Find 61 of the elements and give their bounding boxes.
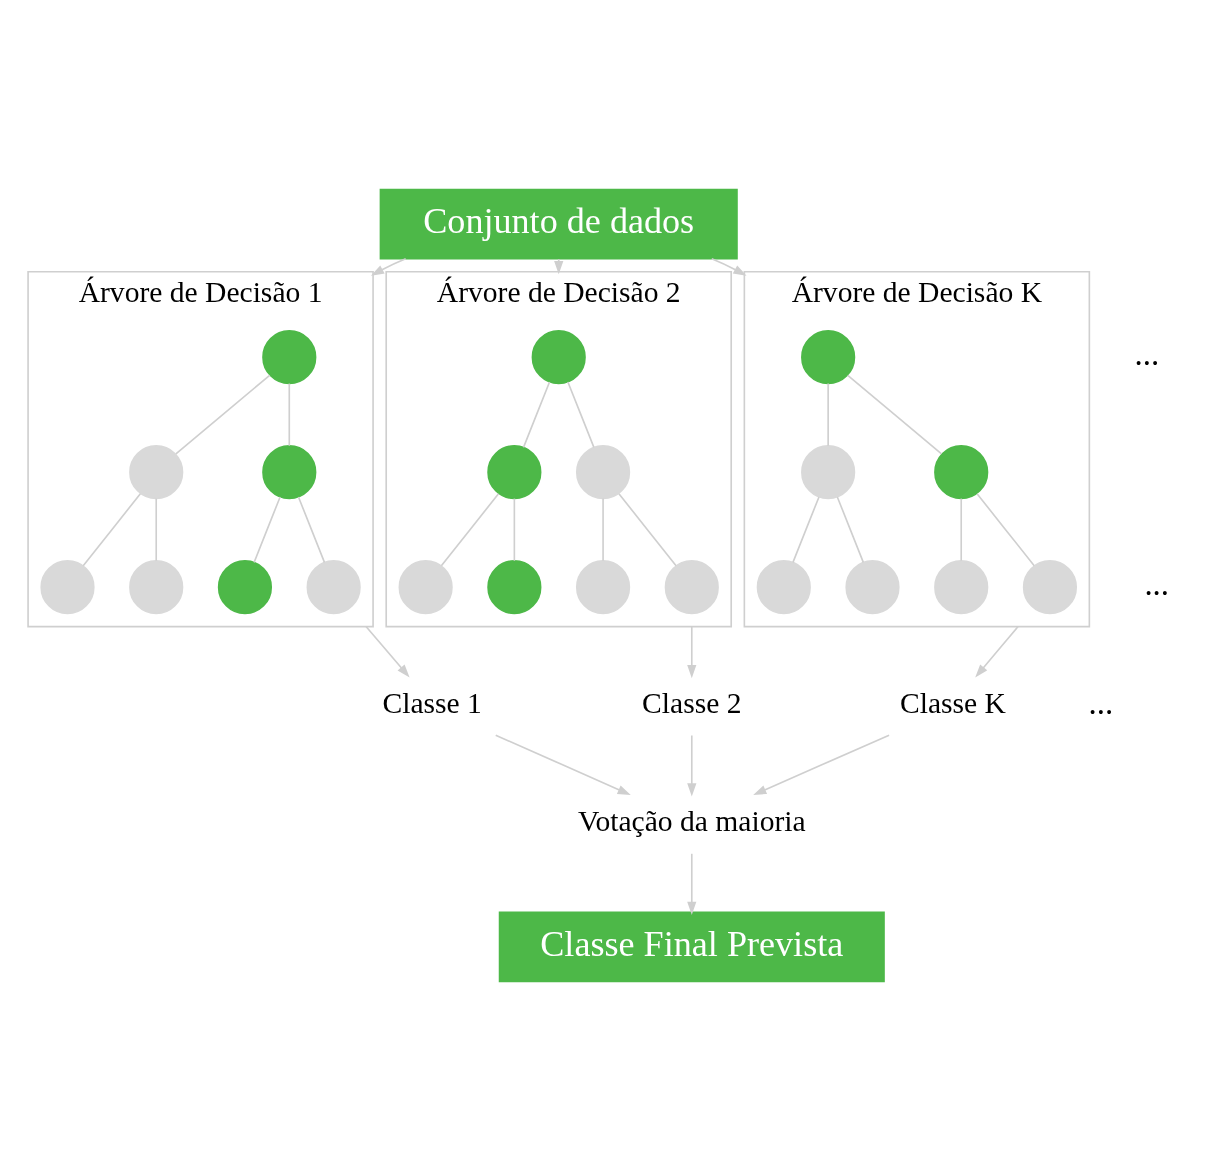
arrow [494, 734, 631, 796]
connector [513, 497, 516, 562]
node-circle [575, 560, 631, 615]
cluster: Árvore de Decisão 2 [385, 270, 733, 628]
connector [602, 497, 604, 562]
node-text: Votação da maioria [577, 804, 806, 837]
node-circle [934, 445, 989, 500]
node-text: Classe 1 [382, 686, 482, 719]
connector [253, 496, 281, 564]
node-circle [531, 330, 586, 385]
connector [297, 496, 326, 564]
node-circle [487, 445, 542, 500]
node-circle [756, 560, 811, 615]
node-circle [262, 445, 317, 500]
arrow [687, 852, 697, 915]
node-circle [664, 560, 719, 615]
node-circle [262, 330, 317, 385]
connector [175, 374, 271, 455]
node-circle [845, 560, 900, 615]
connector [567, 381, 595, 449]
connector [522, 381, 551, 449]
cluster: Árvore de Decisão 1 [27, 270, 374, 628]
node-circle [1022, 560, 1078, 615]
connector [976, 492, 1036, 567]
node-circle [934, 560, 989, 615]
node-circle [398, 560, 453, 615]
arrow [687, 625, 697, 679]
connector [960, 497, 963, 562]
node-circle [575, 445, 631, 500]
node-circle [40, 560, 95, 615]
node-circle [801, 330, 856, 385]
node-circle [129, 445, 184, 500]
arrow [365, 625, 410, 678]
connector [155, 497, 158, 562]
connector [440, 492, 500, 567]
arrow [753, 734, 890, 796]
connector [827, 382, 829, 447]
node-circle [801, 445, 856, 500]
node-circle [306, 560, 361, 615]
node-circle [487, 560, 542, 615]
node-box: Classe Final Prevista [498, 911, 885, 983]
connector [288, 382, 291, 447]
arrow [975, 625, 1019, 678]
arrow [554, 258, 564, 275]
node-box: Conjunto de dados [379, 188, 738, 260]
connector [618, 492, 677, 567]
node-circle [129, 560, 184, 615]
arrow [370, 257, 407, 276]
arrow [710, 257, 747, 276]
connector [846, 374, 943, 455]
connector [836, 496, 865, 564]
connector [82, 492, 142, 567]
cluster: Árvore de Decisão K [743, 270, 1091, 628]
label: ... [1088, 684, 1114, 721]
node-circle [217, 560, 273, 615]
label: ... [1144, 566, 1170, 603]
connector [792, 496, 820, 564]
label: ... [1134, 336, 1160, 373]
arrow [687, 734, 697, 797]
node-text: Classe 2 [642, 686, 742, 719]
node-text: Classe K [900, 686, 1006, 719]
